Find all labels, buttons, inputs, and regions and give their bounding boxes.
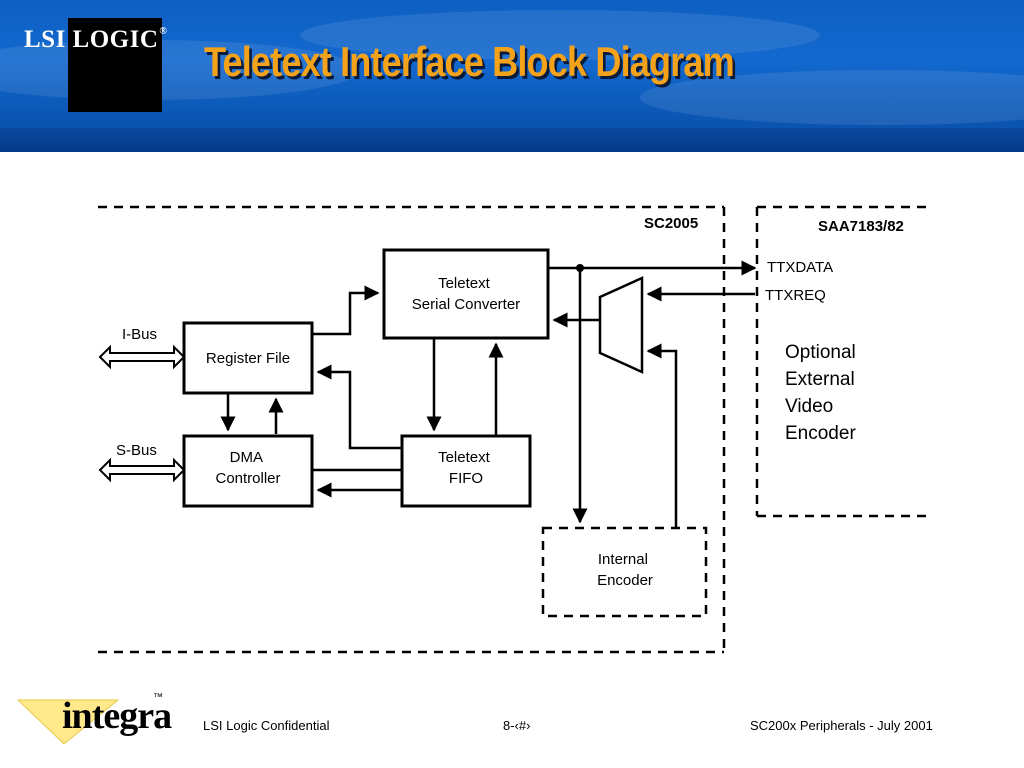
s-bus-arrow bbox=[98, 457, 186, 483]
external-note-line3: Video bbox=[785, 396, 833, 417]
dma-controller-block bbox=[182, 434, 314, 508]
sc2005-region bbox=[98, 205, 726, 654]
sc2005-label: SC2005 bbox=[644, 215, 698, 232]
connection-lines bbox=[220, 260, 757, 527]
external-note-line4: Encoder bbox=[785, 423, 856, 444]
saa7183-label: SAA7183/82 bbox=[818, 218, 904, 235]
integra-trademark: ™ bbox=[153, 692, 163, 703]
footer-confidential: LSI Logic Confidential bbox=[203, 718, 330, 733]
serial-converter-line2: Serial Converter bbox=[412, 296, 520, 313]
external-note-line2: External bbox=[785, 369, 855, 390]
ttxdata-junction bbox=[576, 264, 584, 272]
internal-encoder-block bbox=[541, 526, 708, 618]
ttxreq-label: TTXREQ bbox=[765, 287, 826, 304]
page-title: Teletext Interface Block Diagram bbox=[204, 38, 735, 85]
i-bus-label: I-Bus bbox=[122, 326, 157, 343]
saa7183-region bbox=[755, 205, 928, 518]
logo-box bbox=[68, 18, 162, 112]
fifo-line2: FIFO bbox=[449, 470, 483, 487]
dma-controller-line2: Controller bbox=[215, 470, 280, 487]
header-banner: LSI LOGIC® Teletext Interface Block Diag… bbox=[0, 0, 1024, 152]
svg-text:Teletext FIFO: Teletext FIFO bbox=[438, 449, 494, 487]
internal-encoder-line1: Internal bbox=[598, 551, 648, 568]
fifo-block bbox=[400, 434, 532, 508]
svg-text:Teletext Serial Converter: Teletext Serial Converter bbox=[412, 275, 520, 313]
serial-converter-block bbox=[382, 248, 550, 340]
multiplexer-shape bbox=[598, 276, 644, 374]
svg-text:DMA Controller: DMA Controller bbox=[215, 449, 280, 487]
header-bottom-bar bbox=[0, 128, 1024, 152]
svg-text:Internal Encoder: Internal Encoder bbox=[597, 551, 653, 589]
register-file-block bbox=[182, 321, 314, 395]
internal-encoder-line2: Encoder bbox=[597, 572, 653, 589]
footer-page-number: 8-‹#› bbox=[503, 718, 531, 733]
svg-text:Optional External Vide: Optional External Video Encoder bbox=[785, 342, 861, 444]
fifo-line1: Teletext bbox=[438, 449, 491, 466]
serial-converter-line1: Teletext bbox=[438, 275, 491, 292]
footer-doc-info: SC200x Peripherals - July 2001 bbox=[750, 718, 933, 733]
s-bus-label: S-Bus bbox=[116, 442, 157, 459]
lsi-logic-logo: LSI LOGIC® bbox=[24, 26, 168, 53]
external-note-line1: Optional bbox=[785, 342, 856, 363]
register-file-label: Register File bbox=[206, 350, 290, 367]
dma-controller-line1: DMA bbox=[230, 449, 263, 466]
integra-logo: integra bbox=[62, 695, 172, 737]
integra-logo-wedge bbox=[16, 699, 120, 745]
ttxdata-label: TTXDATA bbox=[767, 259, 833, 276]
i-bus-arrow bbox=[98, 344, 186, 370]
